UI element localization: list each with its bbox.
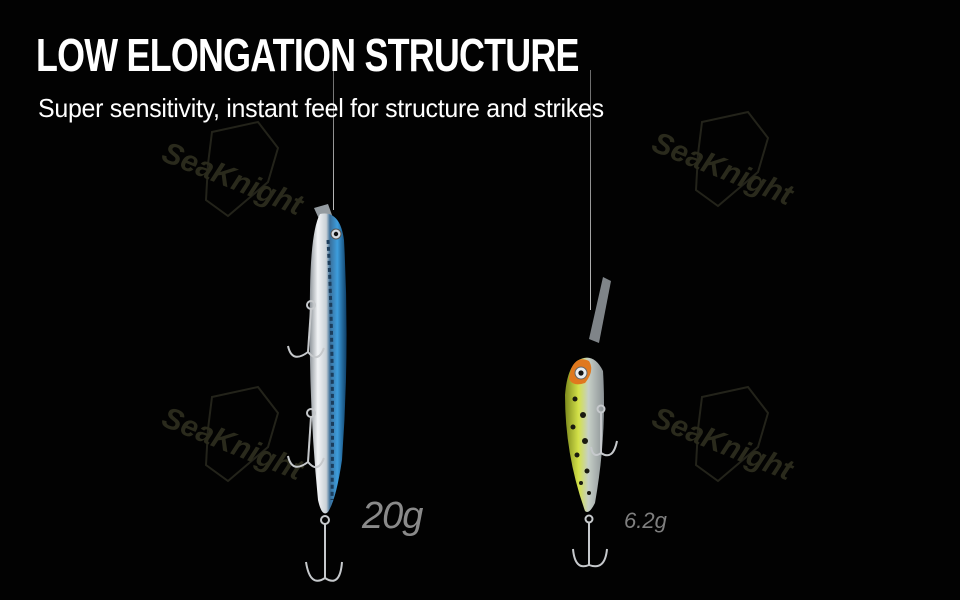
page-subtitle: Super sensitivity, instant feel for stru…	[38, 93, 604, 123]
treble-hook-icon	[305, 515, 343, 582]
treble-hook-icon	[590, 404, 618, 457]
shield-icon: SeaKnight	[647, 385, 799, 488]
fishing-line-left	[333, 70, 334, 210]
lure-weight-label: 6.2g	[624, 508, 667, 533]
long-minnow-lure	[278, 200, 368, 590]
fishing-line-right	[590, 70, 591, 310]
shield-icon: SeaKnight	[157, 120, 309, 223]
treble-hook-icon	[287, 408, 325, 469]
deep-diving-crankbait-lure	[555, 275, 635, 575]
watermark-top-right: SeaKnight	[640, 110, 810, 220]
page-title: LOW ELONGATION STRUCTURE	[36, 29, 579, 81]
svg-text:SeaKnight: SeaKnight	[647, 401, 799, 488]
watermark-top-left: SeaKnight	[150, 120, 320, 230]
lure-lip	[589, 277, 611, 343]
shield-icon: SeaKnight	[157, 385, 309, 488]
treble-hook-icon	[572, 514, 608, 568]
watermark-bottom-right: SeaKnight	[640, 385, 810, 495]
lure-weight-label: 20g	[362, 495, 423, 537]
svg-text:SeaKnight: SeaKnight	[647, 126, 799, 213]
watermark-bottom-left: SeaKnight	[150, 385, 320, 495]
treble-hook-icon	[287, 300, 325, 359]
shield-icon: SeaKnight	[647, 110, 799, 213]
